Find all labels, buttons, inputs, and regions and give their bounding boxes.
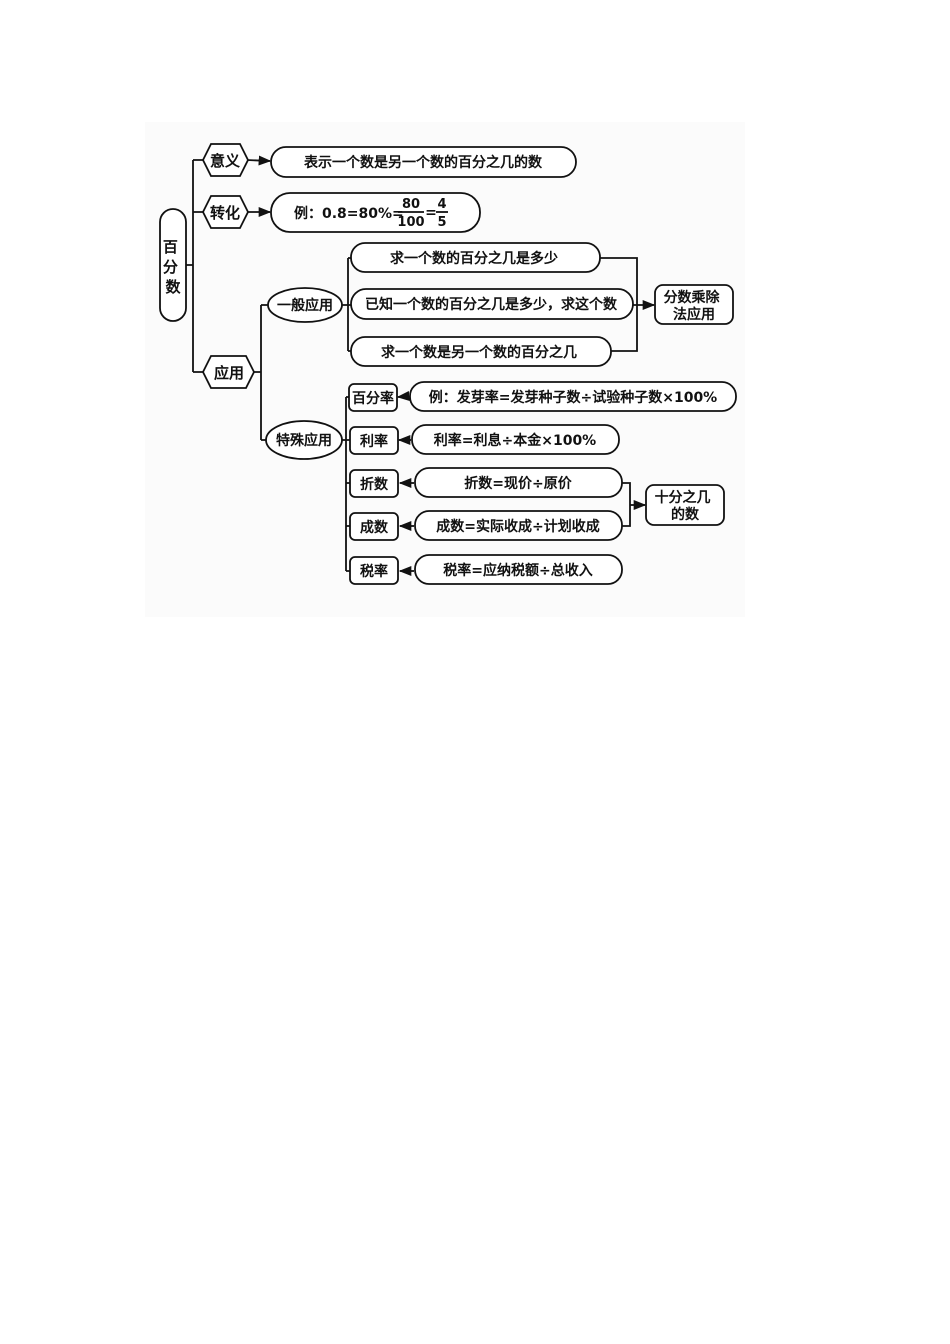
special-item-discount: 折数 折数=现价÷原价 xyxy=(349,467,623,498)
application-node: 应用 xyxy=(201,355,256,389)
general-item-text: 求一个数的百分之几是多少 xyxy=(390,250,558,267)
conversion-node: 转化 xyxy=(201,195,250,229)
meaning-text-node: 表示一个数是另一个数的百分之几的数 xyxy=(270,146,577,178)
general-item-text: 求一个数是另一个数的百分之几 xyxy=(381,344,577,361)
fraction2-denominator: 5 xyxy=(437,215,446,230)
general-item-text: 已知一个数的百分之几是多少，求这个数 xyxy=(365,296,618,313)
special-item-formula: 利率=利息÷本金×100% xyxy=(434,432,596,449)
special-item-name: 税率 xyxy=(360,563,388,580)
special-item-name: 利率 xyxy=(360,433,388,450)
diagram-area: 百 分 数 意义 表示一个数是另一个数的百分之几的数 转化 例：0.8=80%=… xyxy=(145,122,745,617)
special-item-percentage: 百分率 例：发芽率=发芽种子数÷试验种子数×100% xyxy=(348,381,737,412)
root-node: 百 分 数 xyxy=(159,208,187,322)
special-item-formula: 例：发芽率=发芽种子数÷试验种子数×100% xyxy=(429,389,717,406)
special-result-text: 十分之几 的数 xyxy=(655,489,716,523)
meaning-text: 表示一个数是另一个数的百分之几的数 xyxy=(303,154,543,171)
general-application-label: 一般应用 xyxy=(277,297,333,314)
special-item-name: 百分率 xyxy=(352,390,394,407)
conversion-equals: = xyxy=(425,205,437,221)
special-item-name: 成数 xyxy=(360,519,389,536)
fraction2-numerator: 4 xyxy=(437,197,446,212)
special-application-label: 特殊应用 xyxy=(276,432,332,449)
general-item-3: 求一个数是另一个数的百分之几 xyxy=(350,336,612,367)
meaning-node: 意义 xyxy=(201,143,250,177)
meaning-label: 意义 xyxy=(210,152,240,170)
special-item-tax: 税率 税率=应纳税额÷总收入 xyxy=(349,554,623,585)
general-item-1: 求一个数的百分之几是多少 xyxy=(350,242,601,273)
general-result-node: 分数乘除 法应用 xyxy=(654,284,734,325)
general-result-text: 分数乘除 法应用 xyxy=(664,289,725,323)
general-item-2: 已知一个数的百分之几是多少，求这个数 xyxy=(350,288,634,320)
conversion-label: 转化 xyxy=(210,204,240,222)
conversion-example-node: 例：0.8=80%= 80 100 = 4 5 xyxy=(270,192,481,233)
connectors xyxy=(186,155,656,577)
general-application-node: 一般应用 xyxy=(267,287,343,323)
special-application-node: 特殊应用 xyxy=(265,420,343,460)
special-item-interest: 利率 利率=利息÷本金×100% xyxy=(349,424,620,455)
special-result-node: 十分之几 的数 xyxy=(645,484,725,526)
special-item-formula: 税率=应纳税额÷总收入 xyxy=(443,562,592,579)
fraction1-numerator: 80 xyxy=(402,197,420,212)
root-label: 百 分 数 xyxy=(163,238,183,296)
conversion-prefix: 例：0.8=80%= xyxy=(294,205,404,222)
application-label: 应用 xyxy=(214,364,244,382)
fraction1-denominator: 100 xyxy=(397,215,424,230)
special-item-formula: 折数=现价÷原价 xyxy=(464,475,572,492)
special-item-formula: 成数=实际收成÷计划收成 xyxy=(436,518,599,535)
special-item-name: 折数 xyxy=(360,476,389,493)
special-item-harvest: 成数 成数=实际收成÷计划收成 xyxy=(349,510,623,541)
